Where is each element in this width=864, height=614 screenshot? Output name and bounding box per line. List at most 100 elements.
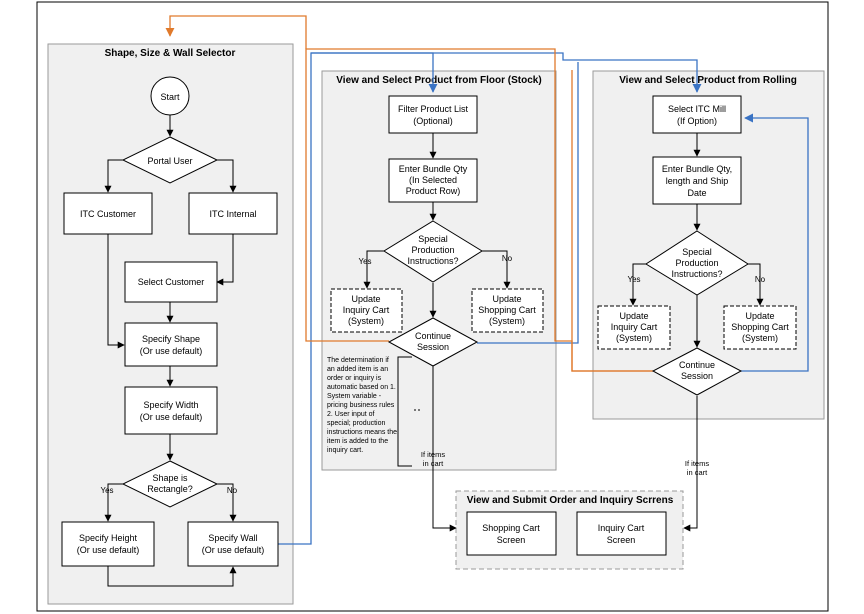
svg-text:pricing business rules: pricing business rules [327,402,395,409]
svg-text:special; production: special; production [327,420,385,427]
svg-text:Enter Bundle Qty,: Enter Bundle Qty, [662,164,732,174]
svg-text:(Or use default): (Or use default) [140,346,203,356]
svg-text:(System): (System) [489,316,525,326]
rolling-if-items-label: If items in cart [685,459,709,477]
floor-if-items-label: If items in cart [421,450,445,468]
svg-text:Special: Special [418,234,448,244]
svg-text:Shopping Cart: Shopping Cart [478,305,536,315]
floor-yes-label: Yes [358,257,371,266]
floor-special-decision: Special Production Instructions? [383,220,483,283]
floor-continue-decision: Continue Session [387,317,479,367]
svg-text:item is added to the: item is added to the [327,438,388,445]
specify-wall-box: Specify Wall (Or use default) [187,521,279,567]
specify-height-box: Specify Height (Or use default) [61,521,155,567]
svg-text:Inquiry Cart: Inquiry Cart [598,523,645,533]
filter-product-list-box: Filter Product List (Optional) [388,95,478,134]
rolling-update-inquiry-box: Update Inquiry Cart (System) [597,305,671,350]
lane-selector-title: Shape, Size & Wall Selector [105,48,236,59]
svg-text:Shopping Cart: Shopping Cart [482,523,540,533]
blue-connectors [278,52,809,545]
svg-text:(Optional): (Optional) [413,116,453,126]
svg-text:System variable -: System variable - [327,393,382,400]
svg-text:Shopping Cart: Shopping Cart [731,322,789,332]
svg-text:Specify Shape: Specify Shape [142,334,200,344]
itc-internal-box: ITC Internal [188,192,278,235]
floor-update-inquiry-box: Update Inquiry Cart (System) [330,288,403,333]
svg-text:(Or use default): (Or use default) [202,545,265,555]
shape-rectangle-decision: Shape is Rectangle? [121,460,219,508]
floor-no-label: No [502,254,513,263]
svg-text:(System): (System) [616,333,652,343]
svg-text:Specify Width: Specify Width [143,400,198,410]
svg-text:Continue: Continue [415,331,451,341]
svg-text:The determination if: The determination if [327,357,389,364]
svg-text:Instructions?: Instructions? [671,269,722,279]
svg-text:Update: Update [492,294,521,304]
svg-text:Specify Wall: Specify Wall [208,533,257,543]
svg-text:Instructions?: Instructions? [407,256,458,266]
svg-text:Update: Update [351,294,380,304]
svg-text:Inquiry Cart: Inquiry Cart [611,322,658,332]
svg-text:Specify Height: Specify Height [79,533,138,543]
svg-text:Rectangle?: Rectangle? [147,484,193,494]
svg-text:Session: Session [681,371,713,381]
lane-floor: View and Select Product from Floor (Stoc… [321,70,557,471]
specify-shape-box: Specify Shape (Or use default) [124,322,218,367]
svg-text:order or inquiry is: order or inquiry is [327,375,382,382]
note-bracket [397,356,412,467]
svg-text:Continue: Continue [679,360,715,370]
itc-customer-box: ITC Customer [63,192,153,235]
lane-rolling-title: View and Select Product from Rolling [619,75,797,86]
select-customer-box: Select Customer [124,261,218,303]
rectangle-yes-label: Yes [100,486,113,495]
floor-update-shopping-box: Update Shopping Cart (System) [471,288,544,333]
svg-text:in cart: in cart [423,459,444,468]
svg-text:2. User input of: 2. User input of [327,411,375,418]
rolling-enter-qty-box: Enter Bundle Qty, length and Ship Date [652,156,742,205]
svg-text:in cart: in cart [687,468,708,477]
svg-text:If items: If items [685,459,709,468]
orange-connectors [165,15,653,372]
svg-text:Filter Product List: Filter Product List [398,104,469,114]
rolling-special-decision: Special Production Instructions? [645,230,749,296]
floor-enter-qty-box: Enter Bundle Qty (In Selected Product Ro… [388,158,478,203]
svg-text:Screen: Screen [497,535,526,545]
rectangle-no-label: No [227,486,238,495]
svg-text:Select ITC Mill: Select ITC Mill [668,104,726,114]
svg-text:If items: If items [421,450,445,459]
portal-user-decision: Portal User [121,136,219,184]
svg-text:length and Ship: length and Ship [666,176,729,186]
inquiry-cart-screen-box: Inquiry Cart Screen [576,511,667,556]
svg-text:(If Option): (If Option) [677,116,717,126]
svg-text:inquiry cart.: inquiry cart. [327,447,363,454]
svg-text:automatic based on 1.: automatic based on 1. [327,384,396,391]
start-node: Start [150,76,190,116]
svg-text:Special: Special [682,247,712,257]
connectors [104,115,764,587]
svg-text:Update: Update [745,311,774,321]
lane-floor-title: View and Select Product from Floor (Stoc… [336,75,541,86]
svg-text:Production: Production [411,245,454,255]
svg-text:Enter Bundle Qty: Enter Bundle Qty [399,164,468,174]
svg-text:(Or use default): (Or use default) [140,412,203,422]
svg-text:Select Customer: Select Customer [138,277,205,287]
shopping-cart-screen-box: Shopping Cart Screen [466,511,557,556]
svg-text:an added item is an: an added item is an [327,366,388,373]
svg-text:Update: Update [619,311,648,321]
specify-width-box: Specify Width (Or use default) [124,386,218,435]
svg-text:ITC Internal: ITC Internal [209,209,256,219]
svg-text:instructions means the: instructions means the [327,429,397,436]
svg-text:Inquiry Cart: Inquiry Cart [343,305,390,315]
select-itc-mill-box: Select ITC Mill (If Option) [652,95,742,134]
svg-text:Product Row): Product Row) [406,186,461,196]
svg-text:(System): (System) [348,316,384,326]
svg-text:Shape is: Shape is [152,473,188,483]
svg-text:Session: Session [417,342,449,352]
rolling-continue-decision: Continue Session [651,347,743,396]
svg-text:(System): (System) [742,333,778,343]
svg-text:Portal User: Portal User [147,156,192,166]
svg-text:Start: Start [160,92,180,102]
svg-text:(Or use default): (Or use default) [77,545,140,555]
lane-submit-title: View and Submit Order and Inquiry Scrren… [467,495,674,506]
